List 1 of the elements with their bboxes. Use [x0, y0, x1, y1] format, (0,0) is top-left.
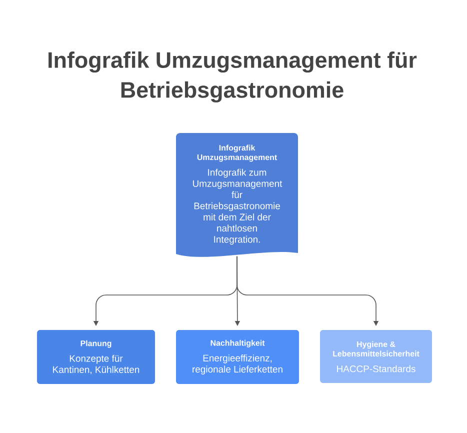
- title: Infografik Umzugsmanagement für Betriebsgastronomie: [48, 52, 417, 102]
